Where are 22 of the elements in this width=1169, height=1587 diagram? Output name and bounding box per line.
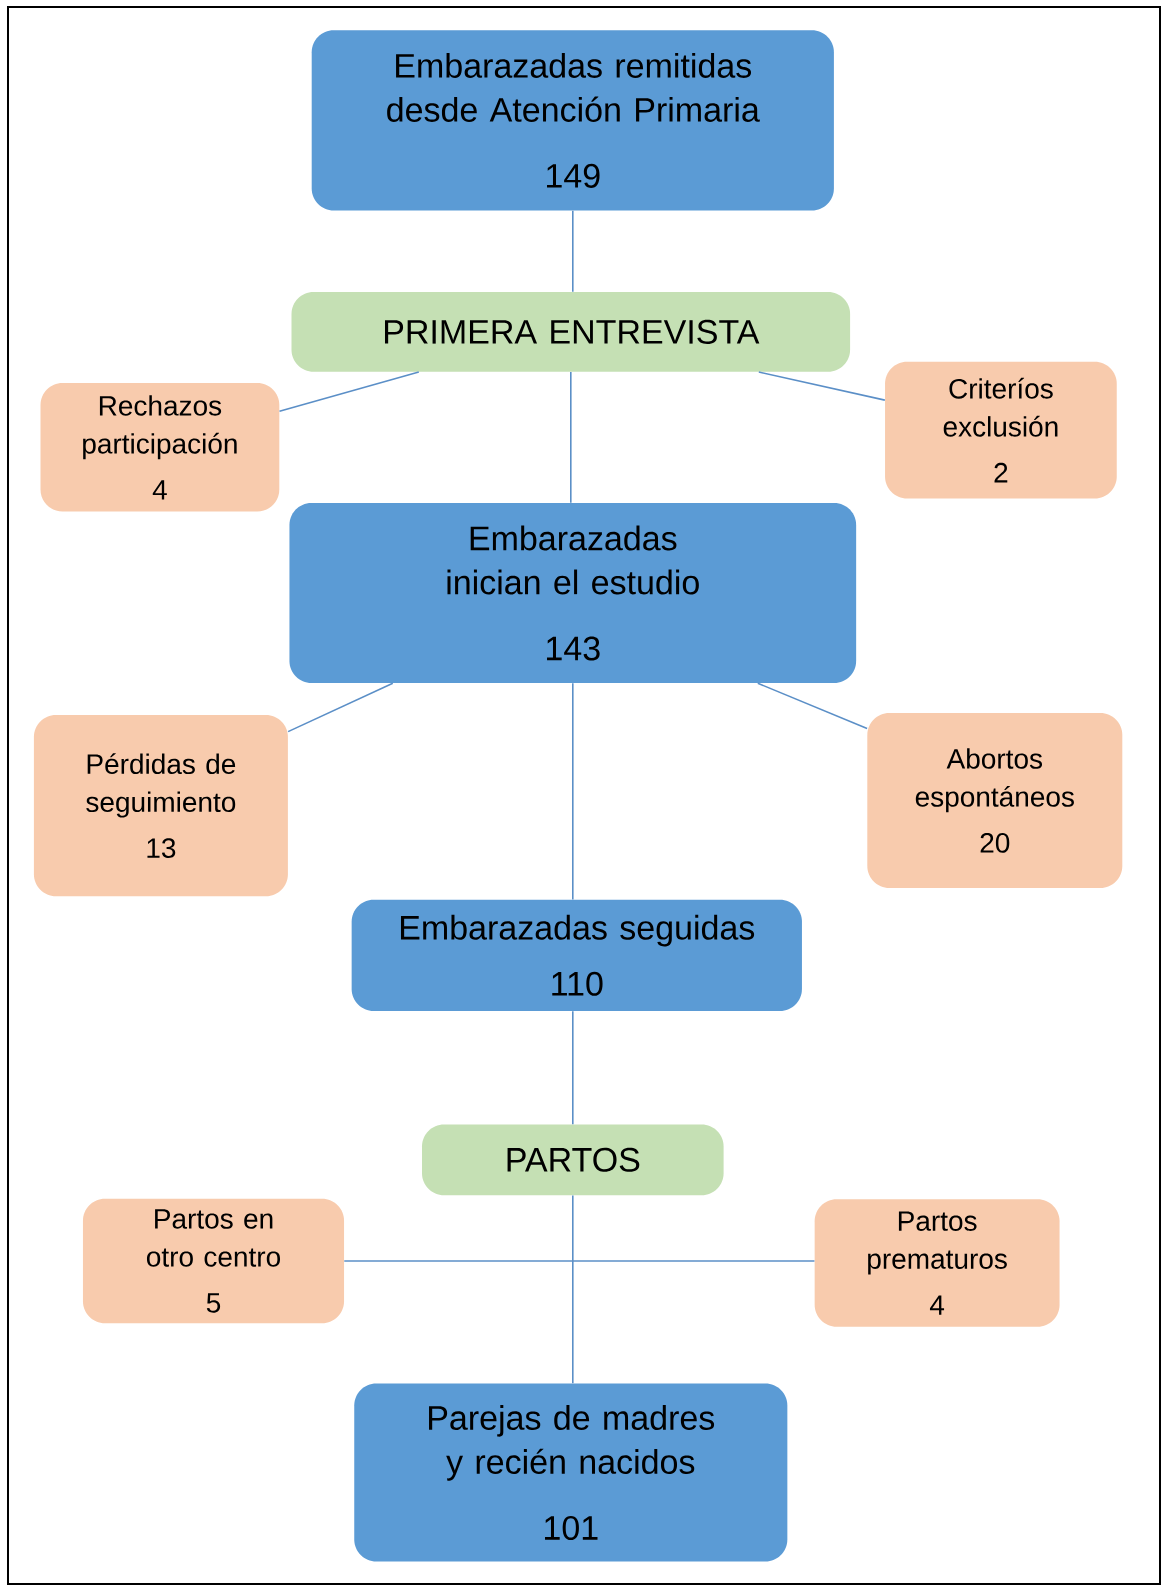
connector-line bbox=[572, 682, 574, 901]
stage-box: Embarazadas remitidas desde Atención Primaria 149 bbox=[311, 30, 834, 211]
exclusion-box: Partos en otro centro 5 bbox=[82, 1198, 345, 1324]
phase-box: PRIMERA ENTREVISTA bbox=[291, 291, 851, 372]
exclusion-box: Criteríos exclusión 2 bbox=[885, 361, 1117, 499]
connector-line bbox=[570, 371, 572, 504]
exclusion-box: Partos prematuros 4 bbox=[814, 1199, 1060, 1327]
connector-line bbox=[278, 371, 420, 413]
connector-line bbox=[287, 682, 394, 733]
connector-line bbox=[757, 682, 868, 730]
stage-box: Parejas de madres y recién nacidos 101 bbox=[354, 1383, 788, 1562]
connector-line bbox=[572, 1010, 574, 1125]
exclusion-box: Abortos espontáneos 20 bbox=[867, 712, 1123, 889]
connector-line bbox=[572, 1194, 574, 1385]
connector-line bbox=[758, 371, 886, 401]
phase-box: PARTOS bbox=[422, 1124, 724, 1196]
connector-line bbox=[343, 1260, 816, 1262]
stage-box: Embarazadas inician el estudio 143 bbox=[289, 502, 857, 684]
exclusion-box: Pérdidas de seguimiento 13 bbox=[33, 715, 288, 897]
exclusion-box: Rechazos participación 4 bbox=[40, 383, 280, 512]
stage-box: Embarazadas seguidas 110 bbox=[351, 899, 802, 1011]
connector-line bbox=[572, 209, 574, 293]
